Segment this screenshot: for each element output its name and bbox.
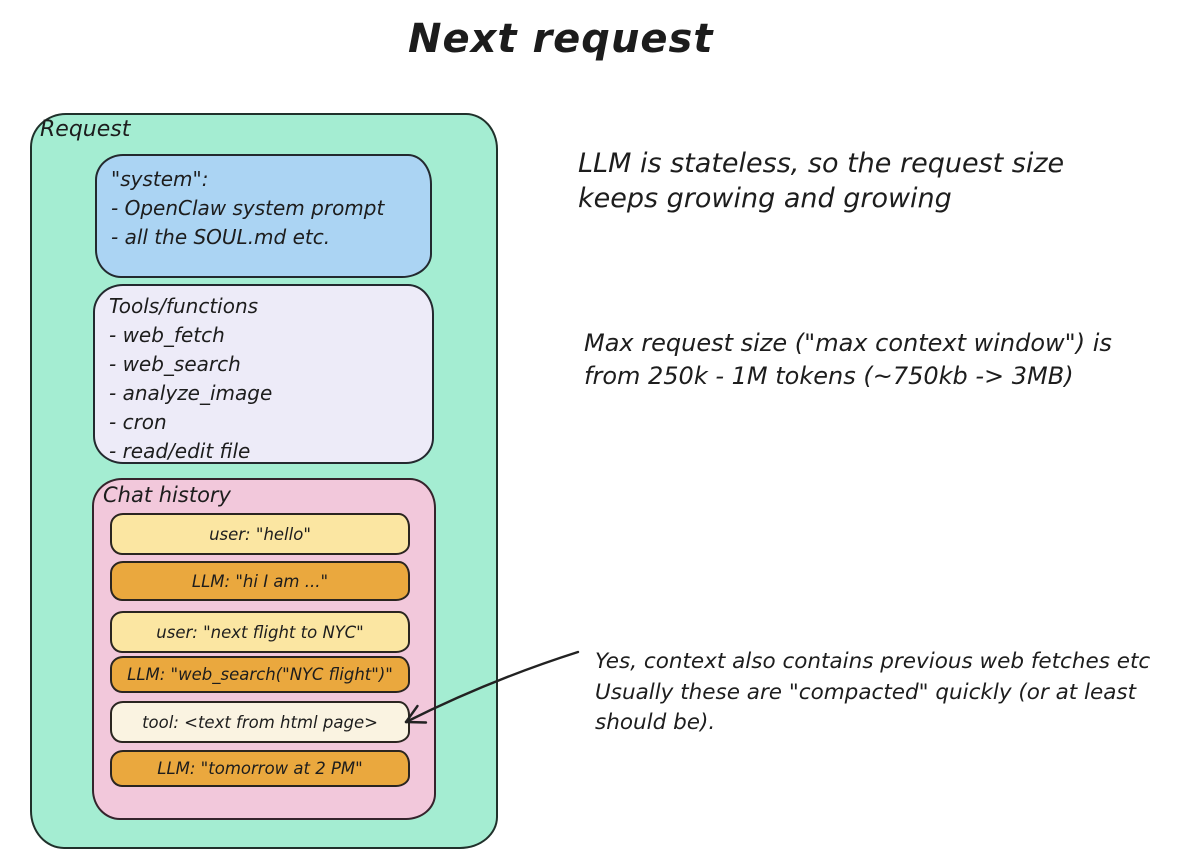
chat-message-user-hello: user: "hello" [110, 513, 410, 555]
chat-history-label: Chat history [103, 483, 231, 507]
chat-message-llm-websearch: LLM: "web_search("NYC flight")" [110, 656, 410, 693]
chat-message-llm-hi: LLM: "hi I am ..." [110, 561, 410, 601]
chat-message-llm-tomorrow: LLM: "tomorrow at 2 PM" [110, 750, 410, 787]
annotation-max-request-size: Max request size ("max context window") … [584, 329, 1112, 391]
chat-message-user-flight: user: "next flight to NYC" [110, 611, 410, 653]
annotation-compaction: Yes, context also contains previous web … [595, 649, 1151, 736]
compaction-arrow-icon [404, 650, 580, 724]
diagram-title: Next request [408, 16, 714, 62]
system-prompt-box: "system": - OpenClaw system prompt - all… [95, 154, 432, 278]
chat-message-tool-result: tool: <text from html page> [110, 701, 410, 743]
request-label: Request [40, 117, 131, 142]
annotation-stateless: LLM is stateless, so the request size ke… [578, 148, 1065, 215]
tools-functions-box: Tools/functions - web_fetch - web_search… [93, 284, 434, 464]
